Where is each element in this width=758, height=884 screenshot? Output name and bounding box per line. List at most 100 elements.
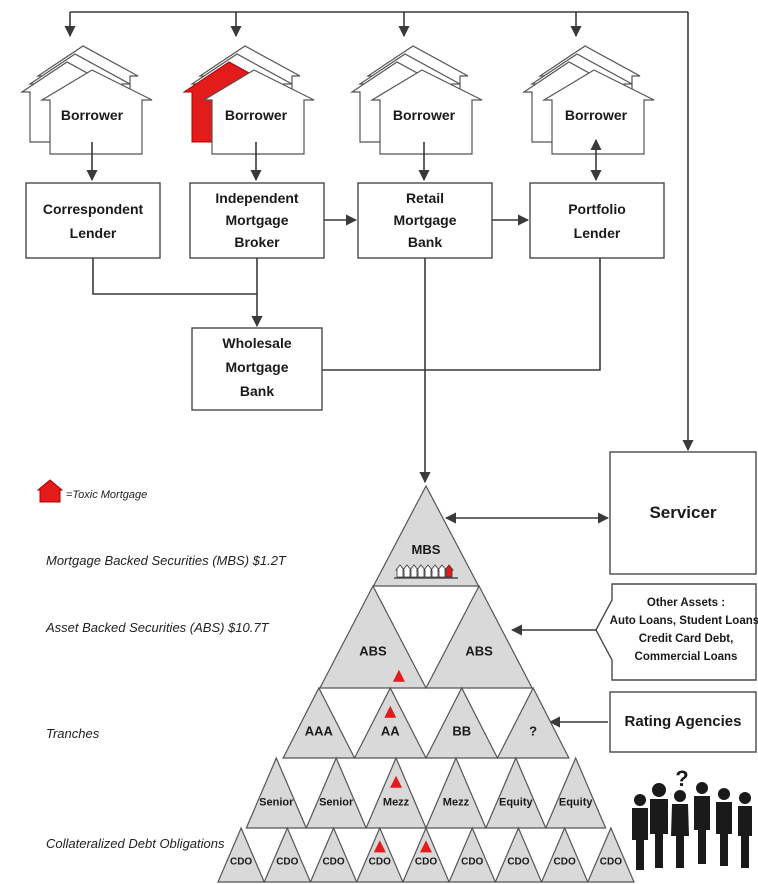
house-icon <box>423 564 433 578</box>
borrower-group-2: Borrower <box>182 45 315 155</box>
pyramid-label-4-3: CDO <box>369 857 391 868</box>
house-icon <box>402 564 412 578</box>
pyramid-tier-3-cell-5 <box>544 756 607 829</box>
pyramid-tier-3-cell-4 <box>484 756 547 829</box>
portfolio-lender-box: Portfolio Lender <box>529 182 665 259</box>
borrower-group-1: Borrower <box>20 45 153 155</box>
house-icon <box>437 564 447 578</box>
svg-text:Rating Agencies: Rating Agencies <box>625 713 742 730</box>
toxic-marker <box>392 669 405 682</box>
svg-text:Correspondent: Correspondent <box>43 201 144 217</box>
pyramid-label-3-1: Senior <box>319 797 354 809</box>
pyramid-tier-4-cell-1 <box>263 826 312 883</box>
pyramid-label-2-0: AAA <box>305 724 334 739</box>
other-assets-callout: Other Assets : Auto Loans, Student Loans… <box>595 583 758 681</box>
svg-text:Other Assets :: Other Assets : <box>647 597 725 609</box>
cdo-side-label: Collateralized Debt Obligations <box>46 836 225 851</box>
svg-text:Mortgage: Mortgage <box>394 212 457 228</box>
pyramid-tier-1-cell-1 <box>425 584 534 689</box>
house-icon <box>430 564 440 578</box>
svg-text:Bank: Bank <box>240 383 274 399</box>
question-mark: ? <box>675 766 688 791</box>
pyramid-tier-4-cell-0 <box>217 826 266 883</box>
borrower-label-2: Borrower <box>225 107 288 123</box>
pyramid-label-4-4: CDO <box>415 857 437 868</box>
house-icon <box>409 564 419 578</box>
pyramid-tier-2-cell-1 <box>353 686 427 759</box>
pyramid-tier-3-cell-1 <box>305 756 368 829</box>
toxic-house-icon <box>36 479 64 503</box>
borrower-label-1: Borrower <box>61 107 124 123</box>
pyramid-label-3-3: Mezz <box>443 797 470 809</box>
pyramid-tier-2-cell-0 <box>282 686 356 759</box>
pyramid-tier-1-cell-0 <box>318 584 427 689</box>
pyramid-tier-4-cell-5 <box>448 826 497 883</box>
pyramid-label-3-2: Mezz <box>383 797 410 809</box>
pyramid-label-4-7: CDO <box>554 857 576 868</box>
svg-text:Mortgage: Mortgage <box>226 359 289 375</box>
pyramid-label-3-4: Equity <box>499 797 533 809</box>
pyramid-tier-2-cell-2 <box>425 686 499 759</box>
svg-text:Broker: Broker <box>234 234 280 250</box>
toxic-marker <box>390 775 403 788</box>
svg-text:Independent: Independent <box>215 190 299 206</box>
pyramid-tier-4-cell-2 <box>309 826 358 883</box>
borrower-label-3: Borrower <box>393 107 456 123</box>
pyramid-tier-0-cell-0 <box>372 484 480 587</box>
pyramid-tier-4-cell-8 <box>586 826 635 883</box>
lender-wholesale-lines <box>92 258 601 371</box>
toxic-house-icon <box>444 564 454 578</box>
svg-text:Commercial Loans: Commercial Loans <box>635 651 738 663</box>
pyramid-label-4-0: CDO <box>230 857 252 868</box>
pyramid-tier-2-cell-3 <box>496 686 570 759</box>
pyramid-label-0-0: MBS <box>412 542 441 557</box>
pyramid-tier-3-cell-0 <box>245 756 308 829</box>
pyramid-label-4-5: CDO <box>461 857 483 868</box>
svg-text:Credit Card Debt,: Credit Card Debt, <box>639 633 734 645</box>
borrower-lender-arrows <box>86 138 602 182</box>
svg-text:Portfolio: Portfolio <box>568 201 626 217</box>
borrower-group-4: Borrower <box>522 45 655 155</box>
mbs-side-label: Mortgage Backed Securities (MBS) $1.2T <box>46 553 287 568</box>
pyramid-label-4-1: CDO <box>276 857 298 868</box>
pyramid-tier-3-cell-3 <box>425 756 487 829</box>
pyramid-label-4-6: CDO <box>507 857 529 868</box>
independent-broker-box: Independent Mortgage Broker <box>189 182 325 259</box>
svg-text:Lender: Lender <box>574 225 621 241</box>
toxic-marker <box>373 840 386 853</box>
rating-agencies-box: Rating Agencies <box>609 691 757 753</box>
pyramid-tier-4-cell-7 <box>540 826 589 883</box>
toxic-marker <box>420 840 432 853</box>
borrower-group-3: Borrower <box>350 45 483 155</box>
toxic-legend: =Toxic Mortgage <box>36 479 147 503</box>
pyramid-tier-3-cell-2 <box>365 756 427 829</box>
tranches-side-label: Tranches <box>46 726 100 741</box>
svg-text:Wholesale: Wholesale <box>222 335 291 351</box>
pyramid-label-1-1: ABS <box>465 643 493 658</box>
svg-text:Servicer: Servicer <box>649 503 716 522</box>
pyramid-label-1-0: ABS <box>359 643 387 658</box>
svg-text:Bank: Bank <box>408 234 442 250</box>
pyramid-label-3-0: Senior <box>259 797 294 809</box>
wholesale-bank-box: Wholesale Mortgage Bank <box>191 327 323 411</box>
house-icon <box>416 564 426 578</box>
svg-text:Mortgage: Mortgage <box>226 212 289 228</box>
correspondent-lender-box: Correspondent Lender <box>25 182 161 259</box>
svg-text:Retail: Retail <box>406 190 444 206</box>
pyramid-label-2-3: ? <box>529 724 537 739</box>
toxic-marker <box>384 705 397 718</box>
servicer-box: Servicer <box>609 451 757 575</box>
pyramid-label-4-2: CDO <box>322 857 344 868</box>
people-silhouettes: ? <box>632 766 752 870</box>
pyramid-label-2-2: BB <box>452 724 471 739</box>
svg-text:Lender: Lender <box>70 225 117 241</box>
pyramid-tier-4-cell-3 <box>355 826 404 883</box>
svg-text:=Toxic Mortgage: =Toxic Mortgage <box>66 489 147 501</box>
borrower-label-4: Borrower <box>565 107 628 123</box>
pyramid-label-4-8: CDO <box>600 857 622 868</box>
pyramid-label-2-1: AA <box>381 724 400 739</box>
pyramid-label-3-5: Equity <box>559 797 593 809</box>
abs-side-label: Asset Backed Securities (ABS) $10.7T <box>45 620 270 635</box>
